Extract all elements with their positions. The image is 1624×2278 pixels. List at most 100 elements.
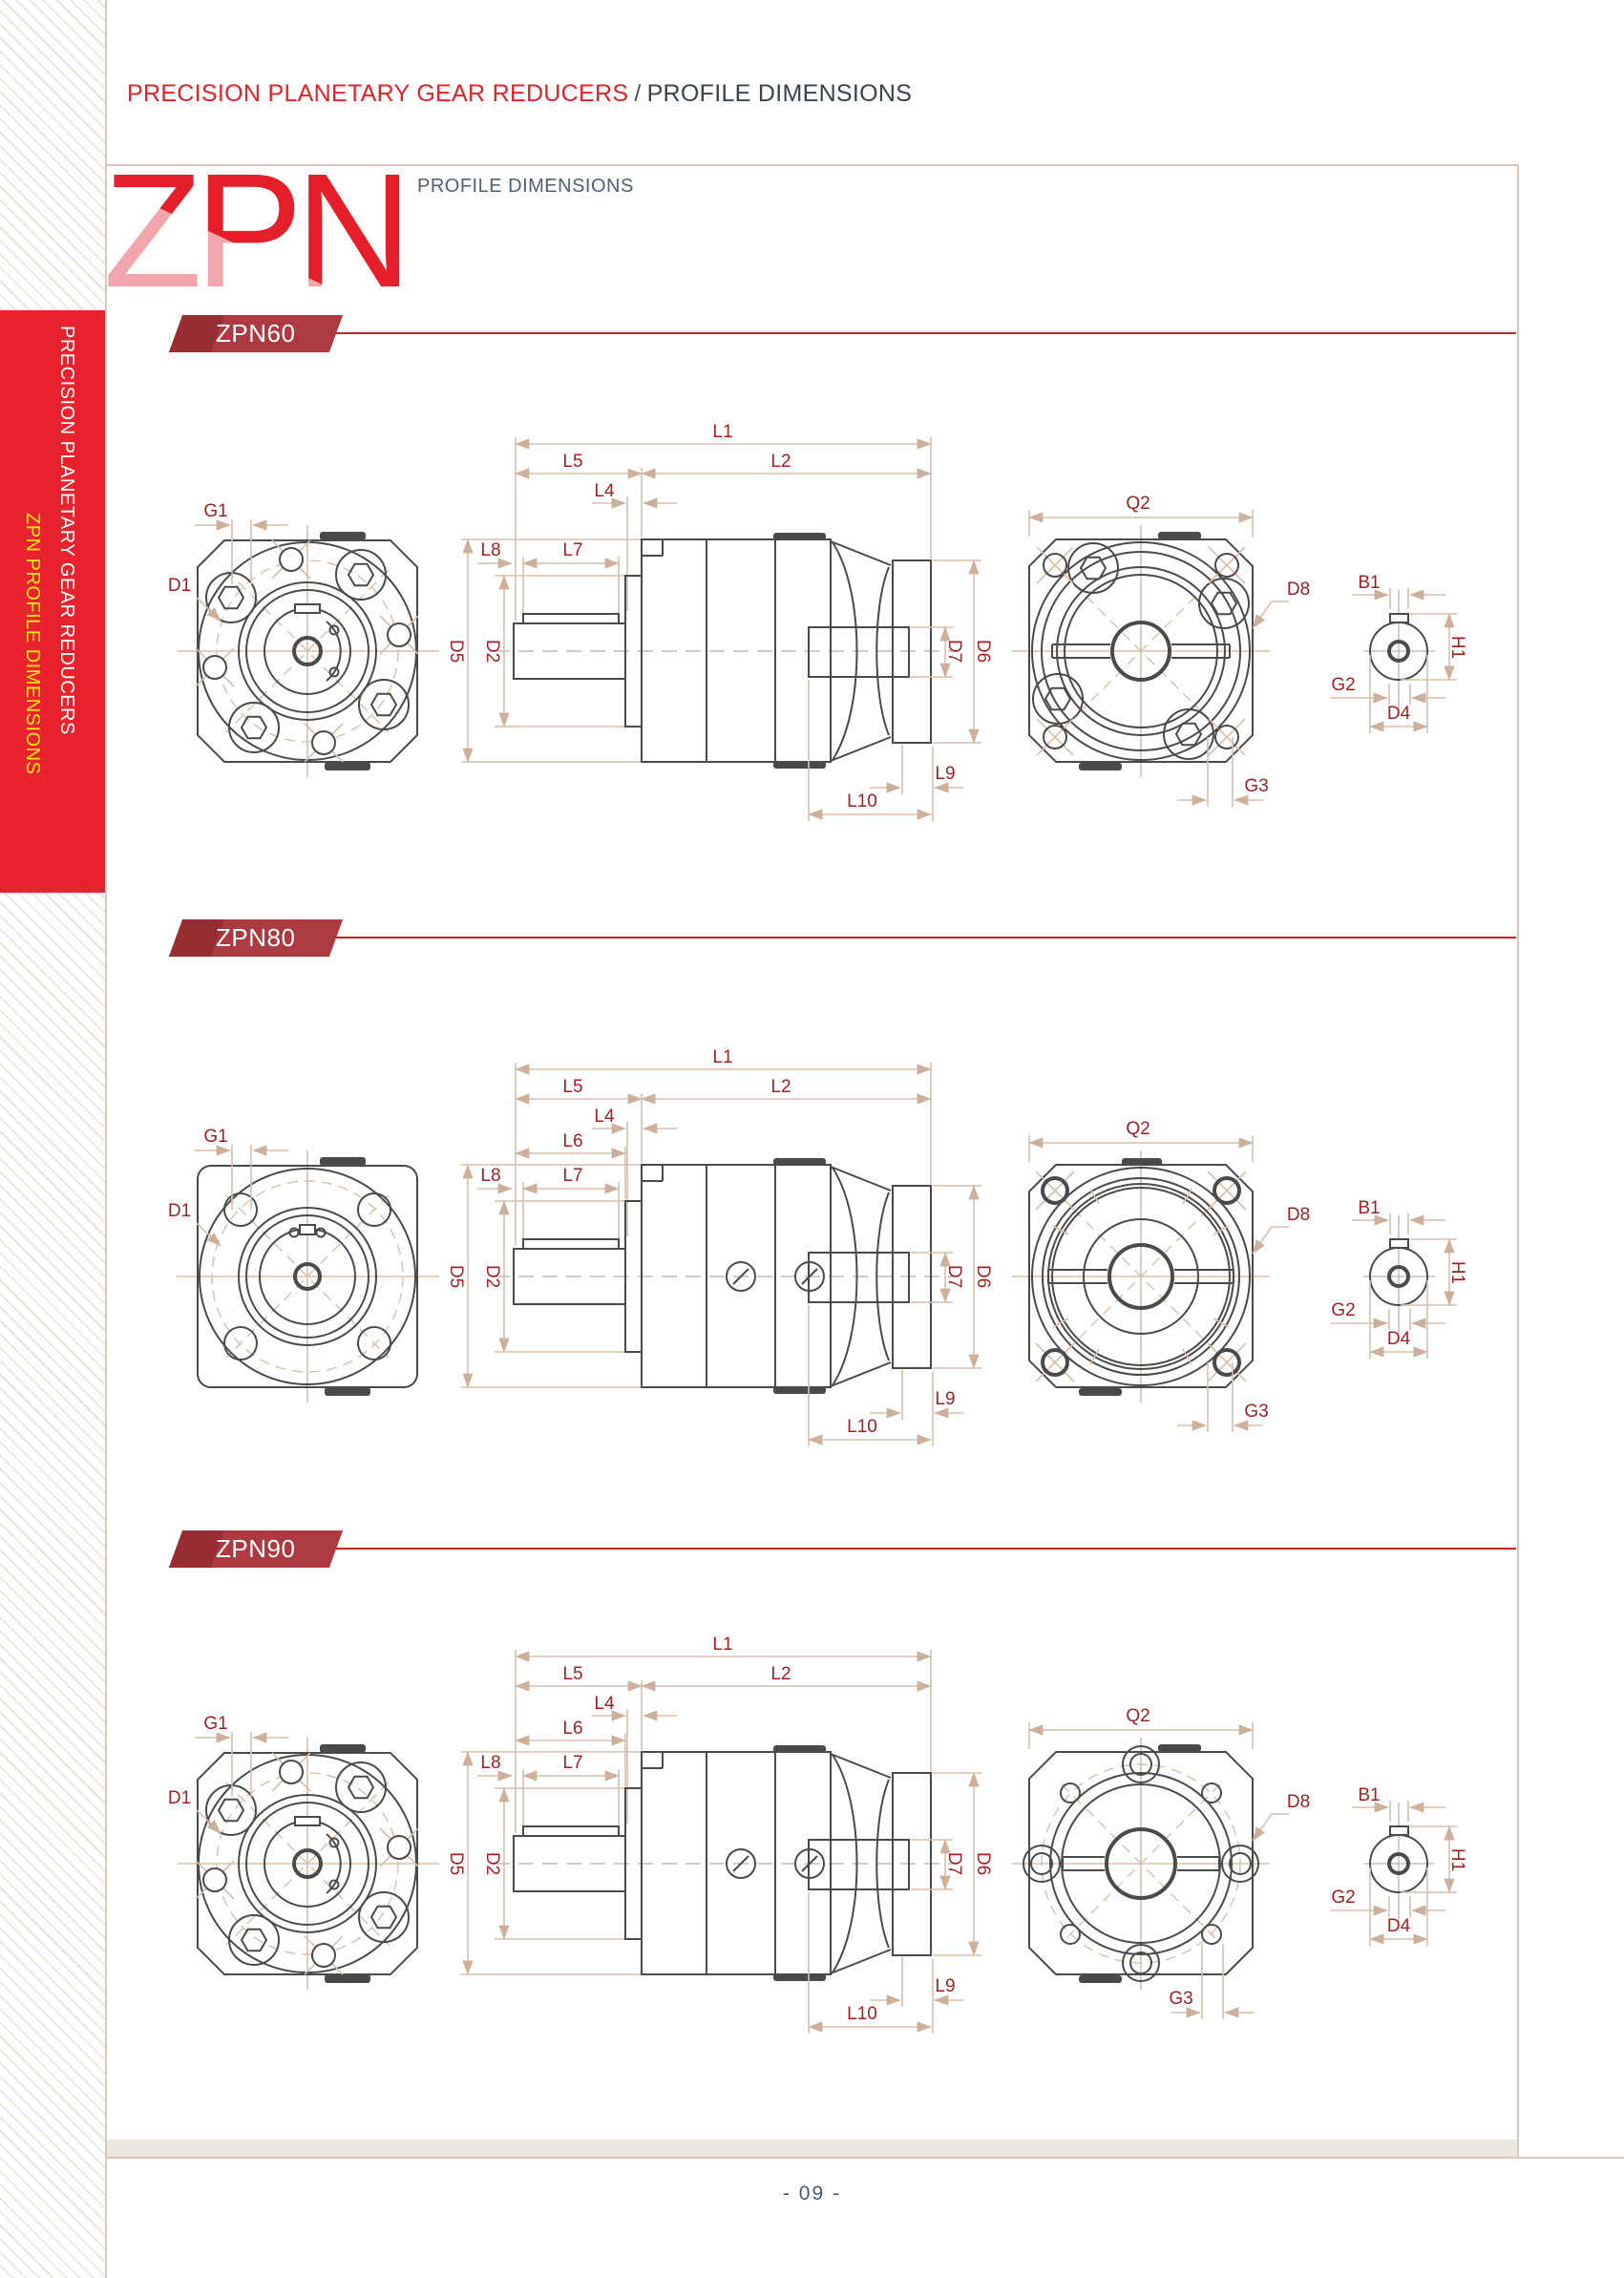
header-title: PROFILE DIMENSIONS xyxy=(646,80,913,107)
dim-label-l7: L7 xyxy=(562,540,582,560)
dim-label-l6: L6 xyxy=(562,1131,582,1151)
dim-label-d5: D5 xyxy=(446,640,466,663)
dim-label-q2: Q2 xyxy=(1126,1119,1149,1139)
dim-label-l1: L1 xyxy=(712,1635,732,1655)
zpn90-rear-view: Q2 D8 G3 xyxy=(1012,1706,1310,2019)
sidebar-subtitle-vertical: ZPN PROFILE DIMENSIONS xyxy=(22,513,43,775)
zpn60-rear-view: Q2 D8 G3 xyxy=(1012,494,1310,807)
badge-label: ZPN80 xyxy=(216,923,296,952)
zpn60-front-view: G1 D1 xyxy=(168,501,439,777)
zpn60-drawing: G1 D1 L1 L5 L2 L4 L8 L7 D5 xyxy=(168,422,1467,821)
dim-label-d7: D7 xyxy=(944,1265,964,1288)
dim-label-l9: L9 xyxy=(935,1976,955,1996)
section-rule-zpn90 xyxy=(336,1548,1516,1550)
content-bottom-border xyxy=(107,2157,1624,2159)
dim-label-d5: D5 xyxy=(446,1852,466,1875)
dim-label-l9: L9 xyxy=(935,764,955,784)
dim-label-h1: H1 xyxy=(1447,636,1467,659)
dim-label-b1: B1 xyxy=(1358,1198,1380,1218)
dim-label-d4: D4 xyxy=(1387,704,1411,724)
dim-label-l1: L1 xyxy=(712,1047,732,1067)
zpn-logo: ZPN xyxy=(107,166,412,292)
sidebar-title-vertical: PRECISION PLANETARY GEAR REDUCERS xyxy=(56,326,77,735)
dim-label-l10: L10 xyxy=(847,791,877,812)
dim-label-h1: H1 xyxy=(1447,1848,1467,1871)
dim-label-d8: D8 xyxy=(1287,580,1310,600)
dim-label-l7: L7 xyxy=(562,1166,582,1186)
section-badge-zpn90: ZPN90 xyxy=(168,1530,344,1568)
dim-label-g1: G1 xyxy=(203,1127,227,1147)
dim-label-g3: G3 xyxy=(1244,1402,1268,1422)
dim-label-d4: D4 xyxy=(1387,1329,1411,1349)
dim-label-d6: D6 xyxy=(973,1265,993,1288)
dim-label-d8: D8 xyxy=(1287,1205,1310,1225)
dim-label-h1: H1 xyxy=(1447,1261,1467,1284)
content-top-border xyxy=(107,164,1517,166)
dim-label-d7: D7 xyxy=(944,1852,964,1875)
dim-label-b1: B1 xyxy=(1358,573,1380,593)
dim-label-g1: G1 xyxy=(203,1714,227,1734)
zpn80-side-view: L1 L5 L2 L4 L6 L8 L7 D5 D2 xyxy=(446,1047,993,1446)
zpn-logo-text: ZPN xyxy=(107,166,405,292)
dim-label-q2: Q2 xyxy=(1126,494,1149,514)
dim-label-l8: L8 xyxy=(480,1753,500,1773)
dim-label-l4: L4 xyxy=(594,1107,615,1127)
dim-label-g3: G3 xyxy=(1244,776,1268,796)
dim-label-l2: L2 xyxy=(770,1077,791,1097)
page-header: PRECISION PLANETARY GEAR REDUCERS/PROFIL… xyxy=(127,80,912,108)
zpn60-side-view: L1 L5 L2 L4 L8 L7 D5 D2 xyxy=(446,422,993,821)
dim-label-g3: G3 xyxy=(1169,1989,1192,2009)
sidebar-red-bar: PRECISION PLANETARY GEAR REDUCERS ZPN PR… xyxy=(0,310,105,893)
badge-label: ZPN60 xyxy=(216,319,296,348)
dim-label-l2: L2 xyxy=(770,452,791,472)
dim-label-g2: G2 xyxy=(1331,675,1355,695)
content-right-border xyxy=(1517,164,1519,2159)
badge-label: ZPN90 xyxy=(216,1534,296,1563)
dim-label-l5: L5 xyxy=(562,1664,582,1684)
section-rule-zpn60 xyxy=(336,332,1516,334)
dim-label-d1: D1 xyxy=(168,576,191,596)
dim-label-d2: D2 xyxy=(482,640,502,663)
dim-label-l9: L9 xyxy=(935,1389,955,1409)
page-number: - 09 - xyxy=(782,2183,841,2204)
zpn80-shaft-detail: B1 H1 G2 D4 xyxy=(1331,1198,1467,1359)
dim-label-d7: D7 xyxy=(944,640,964,663)
dim-label-d6: D6 xyxy=(973,640,993,663)
dim-label-d6: D6 xyxy=(973,1852,993,1875)
dim-label-d1: D1 xyxy=(168,1201,191,1221)
sidebar-border-line xyxy=(105,0,107,2278)
zpn90-drawing: G1 D1 L1 L5 L2 L4 L6 L8 L7 xyxy=(168,1635,1467,2034)
section-rule-zpn80 xyxy=(336,937,1516,939)
dim-label-b1: B1 xyxy=(1358,1785,1380,1805)
dim-label-g2: G2 xyxy=(1331,1300,1355,1320)
footer-band xyxy=(107,2140,1517,2157)
dim-label-l8: L8 xyxy=(480,540,500,560)
section-badge-zpn60: ZPN60 xyxy=(168,315,344,352)
zpn80-drawing: G1 D1 L1 L5 L2 L4 L6 L8 L7 xyxy=(168,1047,1467,1446)
zpn80-rear-view: Q2 D8 G3 xyxy=(1012,1119,1310,1432)
dim-label-l10: L10 xyxy=(847,1417,877,1437)
logo-tagline: PROFILE DIMENSIONS xyxy=(417,176,634,197)
dim-label-d5: D5 xyxy=(446,1265,466,1288)
dim-label-l6: L6 xyxy=(562,1719,582,1739)
dim-label-l4: L4 xyxy=(594,1694,615,1714)
zpn90-shaft-detail: B1 H1 G2 D4 xyxy=(1331,1785,1467,1946)
dim-label-d2: D2 xyxy=(482,1852,502,1875)
dim-label-l5: L5 xyxy=(562,452,582,472)
dim-label-l8: L8 xyxy=(480,1166,500,1186)
dim-label-l1: L1 xyxy=(712,422,732,442)
dim-label-l10: L10 xyxy=(847,2004,877,2024)
dim-label-l2: L2 xyxy=(770,1664,791,1684)
dim-label-l5: L5 xyxy=(562,1077,582,1097)
zpn90-side-view: L1 L5 L2 L4 L6 L8 L7 D5 D2 xyxy=(446,1635,993,2034)
dim-label-d8: D8 xyxy=(1287,1792,1310,1812)
section-badge-zpn80: ZPN80 xyxy=(168,919,344,957)
zpn90-front-view: G1 D1 xyxy=(168,1714,439,1990)
zpn60-shaft-detail: B1 H1 G2 D4 xyxy=(1331,573,1467,733)
dim-label-d4: D4 xyxy=(1387,1916,1411,1936)
dim-label-q2: Q2 xyxy=(1126,1706,1149,1726)
dim-label-l4: L4 xyxy=(594,481,615,501)
dim-label-g1: G1 xyxy=(203,501,227,521)
zpn80-front-view: G1 D1 xyxy=(168,1127,439,1403)
